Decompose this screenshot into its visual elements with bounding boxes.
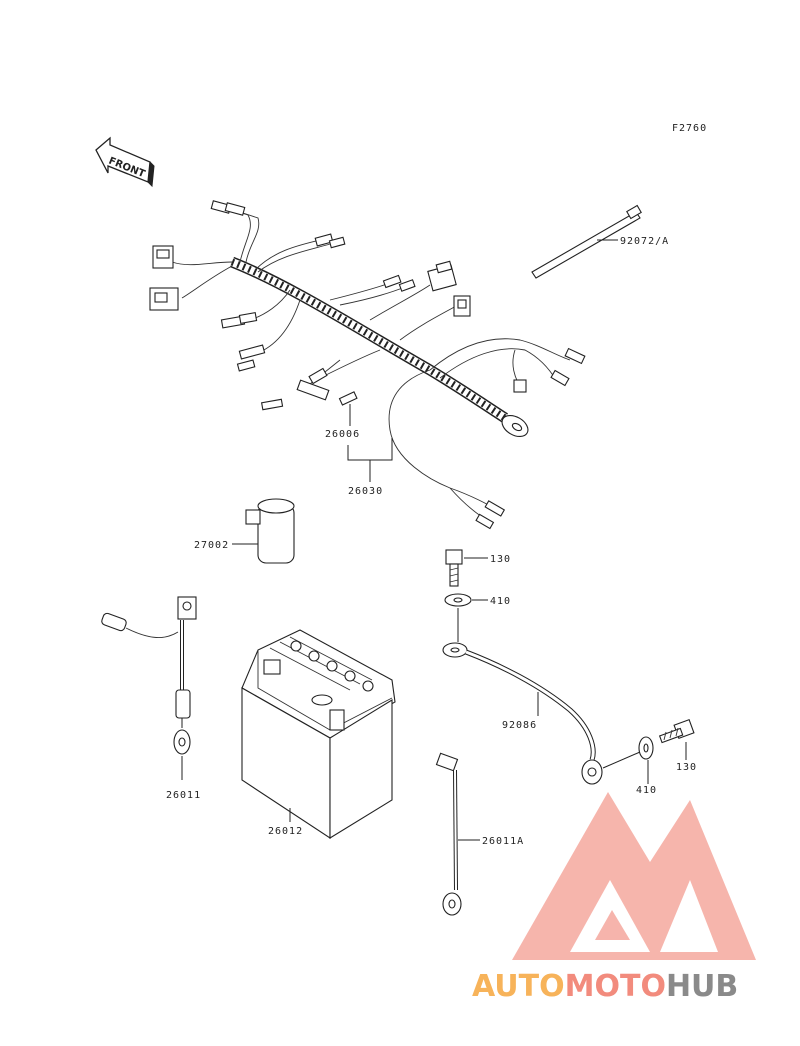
callout-ground-cable: 92086 — [502, 720, 537, 731]
battery — [241, 629, 396, 840]
callout-washer-right: 410 — [636, 785, 657, 796]
callout-cable-tie: 92072/A — [620, 236, 669, 247]
callout-lead-wire: 26011 — [166, 790, 201, 801]
relay — [245, 498, 295, 564]
bolt-top — [445, 549, 463, 587]
callout-bolt-top: 130 — [490, 554, 511, 565]
washer-right — [638, 736, 654, 760]
figure-code: F2760 — [672, 123, 707, 134]
front-arrow-icon: FRONT — [95, 136, 155, 188]
watermark-part3: HUB — [666, 969, 738, 1004]
callout-battery: 26012 — [268, 826, 303, 837]
watermark-part1: AUTO — [472, 969, 565, 1004]
callout-bolt-right: 130 — [676, 762, 697, 773]
cable-tie — [531, 204, 642, 279]
watermark-logo — [512, 792, 756, 960]
sensor-pin — [338, 391, 358, 406]
callout-sensor-pin: 26006 — [325, 429, 360, 440]
watermark-text: AUTOMOTOHUB — [472, 969, 738, 1004]
lead-wire-a — [435, 752, 462, 916]
callout-relay: 27002 — [194, 540, 229, 551]
main-harness — [149, 200, 586, 530]
lead-wire — [101, 596, 197, 755]
washer-top — [444, 593, 472, 607]
watermark-part2: MOTO — [565, 969, 666, 1004]
ground-cable — [442, 642, 603, 785]
callout-main-harness: 26030 — [348, 486, 383, 497]
callout-lead-wire-a: 26011A — [482, 836, 524, 847]
bolt-right — [658, 718, 695, 744]
callout-washer-top: 410 — [490, 596, 511, 607]
